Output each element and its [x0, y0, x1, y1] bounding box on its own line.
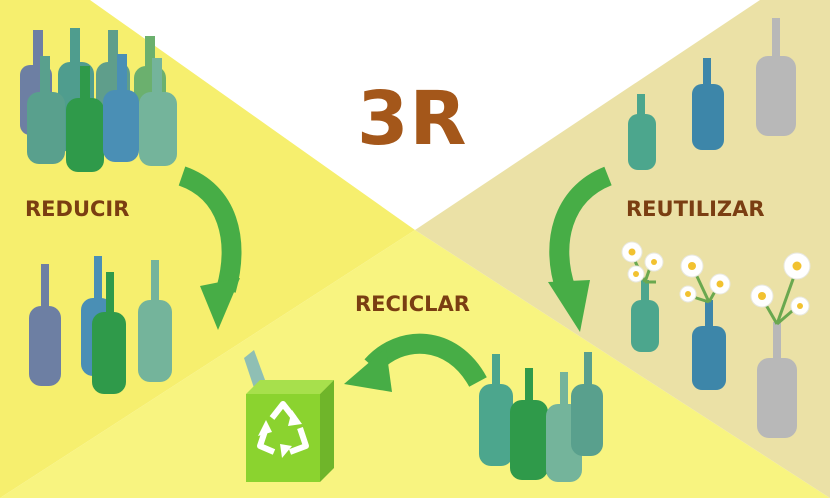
bottle: [631, 280, 659, 352]
reutilizar-bottles-bottom: [631, 280, 797, 438]
bottle: [27, 56, 65, 164]
bottle: [756, 18, 796, 136]
label-reducir: REDUCIR: [25, 197, 130, 221]
curved-arrow-left-icon: [344, 333, 487, 392]
bottle: [571, 352, 603, 456]
reutilizar-bottles-top: [628, 18, 796, 170]
bottle: [29, 264, 61, 386]
page-title: 3R: [357, 76, 468, 162]
bottle: [66, 66, 104, 172]
label-reciclar: RECICLAR: [355, 292, 470, 316]
curved-arrow-down-icon: [178, 166, 242, 330]
bottle: [138, 260, 172, 382]
bottle: [628, 94, 656, 170]
reducir-bottles-top: [20, 28, 177, 172]
daisy-icon: [621, 241, 811, 326]
bottle: [692, 300, 726, 390]
reciclar-bottles: [479, 352, 603, 482]
reducir-bottles-bottom: [29, 256, 172, 394]
bottle: [479, 354, 513, 466]
bottle: [139, 58, 177, 166]
curved-arrow-down-icon: [548, 166, 613, 332]
recycle-bin: [244, 350, 334, 482]
label-reutilizar: REUTILIZAR: [626, 197, 765, 221]
bottle: [757, 322, 797, 438]
bottle: [692, 58, 724, 150]
bottle: [103, 54, 139, 162]
bottle: [510, 368, 548, 480]
region-reciclar: [0, 230, 830, 498]
bottle: [92, 272, 126, 394]
